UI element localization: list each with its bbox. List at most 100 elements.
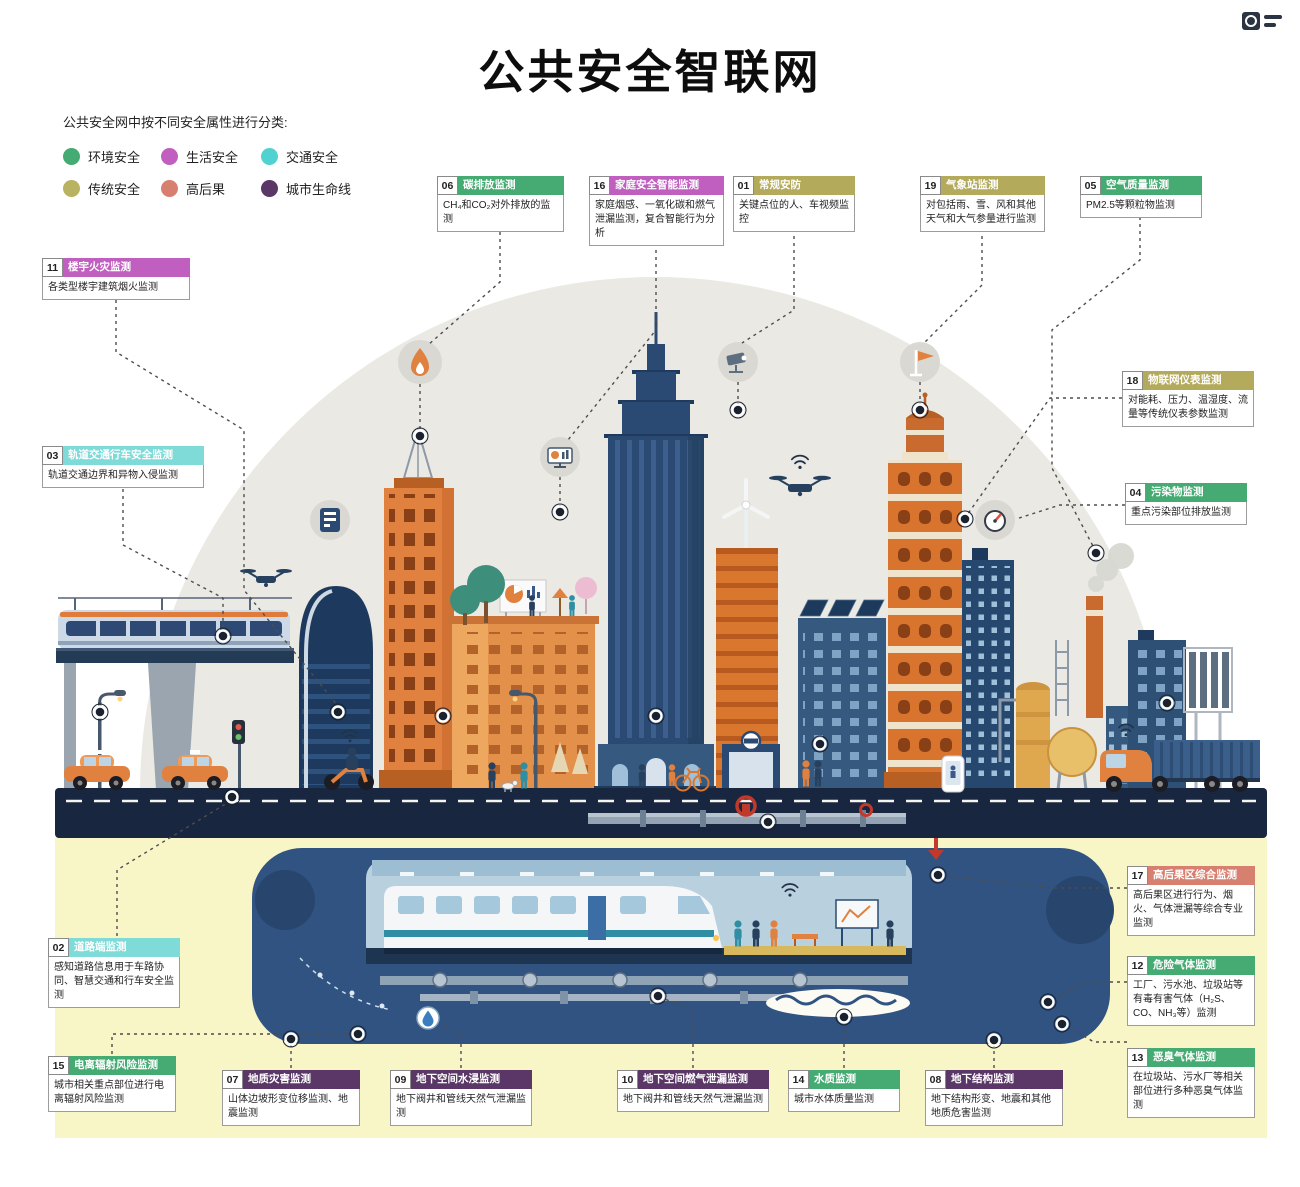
street-lamp bbox=[509, 690, 538, 788]
callout-weather-station: 19 气象站监测 对包括雨、雪、风和其他天气和大气参量进行监测 bbox=[920, 176, 1045, 232]
callout-title: 水质监测 bbox=[809, 1070, 900, 1089]
legend-item-traditional: 传统安全 bbox=[63, 179, 161, 198]
callout-desc: 地下结构形变、地震和其他地质危害监测 bbox=[925, 1089, 1063, 1126]
callout-odor-gas: 13 恶臭气体监测 在垃圾站、污水厂等相关部位进行多种恶臭气体监测 bbox=[1127, 1048, 1255, 1118]
solar-building bbox=[798, 599, 886, 790]
callout-desc: 对能耗、压力、温湿度、流量等传统仪表参数监测 bbox=[1122, 390, 1254, 427]
callout-desc: 城市水体质量监测 bbox=[788, 1089, 900, 1112]
callout-desc: CH₄和CO₂对外排放的监测 bbox=[437, 195, 564, 232]
callout-rail-safety: 03 轨道交通行车安全监测 轨道交通边界和异物入侵监测 bbox=[42, 446, 204, 488]
callout-title: 气象站监测 bbox=[941, 176, 1045, 195]
taxi bbox=[162, 750, 228, 790]
callout-number: 13 bbox=[1127, 1048, 1148, 1067]
callout-desc: 感知道路信息用于车路协同、智慧交通和行车安全监测 bbox=[48, 957, 180, 1008]
callout-number: 17 bbox=[1127, 866, 1148, 885]
callout-number: 08 bbox=[925, 1070, 946, 1089]
pipe-riser bbox=[928, 838, 944, 860]
callout-title: 常规安防 bbox=[754, 176, 855, 195]
callout-number: 07 bbox=[222, 1070, 243, 1089]
connector-18 bbox=[966, 397, 1122, 516]
callout-number: 10 bbox=[617, 1070, 638, 1089]
callout-title: 污染物监测 bbox=[1146, 483, 1247, 502]
connector-02 bbox=[116, 799, 233, 936]
street-lamp bbox=[98, 690, 126, 788]
callout-title: 电离辐射风险监测 bbox=[69, 1056, 176, 1075]
connector-16 bbox=[567, 229, 657, 441]
callout-title: 地质灾害监测 bbox=[243, 1070, 360, 1089]
callout-number: 12 bbox=[1127, 956, 1148, 975]
connector-17 bbox=[942, 875, 1127, 889]
callout-underground-gas-leak: 10 地下空间燃气泄漏监测 地下阀井和管线天然气泄漏监测 bbox=[617, 1070, 769, 1112]
subway-train bbox=[384, 886, 722, 954]
callout-iot-meters: 18 物联网仪表监测 对能耗、压力、温湿度、流量等传统仪表参数监测 bbox=[1122, 371, 1254, 427]
callout-number: 06 bbox=[437, 176, 458, 195]
callout-number: 15 bbox=[48, 1056, 69, 1075]
callout-water-quality: 14 水质监测 城市水体质量监测 bbox=[788, 1070, 900, 1112]
page-title: 公共安全智联网 bbox=[478, 46, 822, 98]
callout-title: 家庭安全智能监测 bbox=[610, 176, 724, 195]
callout-title: 地下空间水浸监测 bbox=[411, 1070, 532, 1089]
monitor-icon bbox=[540, 437, 580, 477]
mid-building bbox=[448, 565, 599, 790]
flame-icon bbox=[398, 340, 442, 384]
truck bbox=[1100, 740, 1260, 792]
drone-icon bbox=[769, 454, 831, 497]
underground-pipes bbox=[380, 972, 908, 1004]
callout-title: 道路端监测 bbox=[69, 938, 180, 957]
gauge-icon bbox=[975, 500, 1015, 540]
callout-title: 恶臭气体监测 bbox=[1148, 1048, 1255, 1067]
callout-roadside: 02 道路端监测 感知道路信息用于车路协同、智慧交通和行车安全监测 bbox=[48, 938, 180, 1008]
legend-item-high-consequence: 高后果 bbox=[161, 179, 261, 198]
callout-desc: 家庭烟感、一氧化碳和燃气泄漏监测，复合智能行为分析 bbox=[589, 195, 724, 246]
wind-turbine bbox=[722, 478, 770, 555]
callout-hazard-gas: 12 危险气体监测 工厂、污水池、垃圾站等有毒有害气体（H₂S、CO、NH₃等）… bbox=[1127, 956, 1255, 1026]
brand-mark bbox=[1240, 8, 1284, 39]
legend: 公共安全网中按不同安全属性进行分类: 环境安全 生活安全 交通安全 传统安全 高… bbox=[63, 112, 381, 198]
callout-title: 轨道交通行车安全监测 bbox=[63, 446, 204, 465]
callout-title: 高后果区综合监测 bbox=[1148, 866, 1255, 885]
bicycle bbox=[674, 767, 710, 792]
callout-underground-structure: 08 地下结构监测 地下结构形变、地震和其他地质危害监测 bbox=[925, 1070, 1063, 1126]
callout-number: 05 bbox=[1080, 176, 1101, 195]
street-level bbox=[64, 454, 1260, 793]
legend-item-lifeline: 城市生命线 bbox=[261, 179, 381, 198]
callout-number: 01 bbox=[733, 176, 754, 195]
connector-06 bbox=[427, 218, 501, 346]
legend-swatch-lifeline bbox=[261, 180, 278, 197]
legend-heading: 公共安全网中按不同安全属性进行分类: bbox=[63, 115, 288, 130]
legend-swatch-traditional bbox=[63, 180, 80, 197]
cctv-camera-icon bbox=[718, 342, 758, 382]
legend-item-life: 生活安全 bbox=[161, 147, 261, 166]
taxi bbox=[64, 750, 130, 790]
callout-number: 14 bbox=[788, 1070, 809, 1089]
dog bbox=[501, 780, 518, 792]
callout-air-quality: 05 空气质量监测 PM2.5等颗粒物监测 bbox=[1080, 176, 1202, 218]
callout-title: 地下结构监测 bbox=[946, 1070, 1063, 1089]
callout-building-fire: 11 楼宇火灾监测 各类型楼宇建筑烟火监测 bbox=[42, 258, 190, 300]
connector-04 bbox=[1015, 504, 1125, 520]
water-droplet-icon bbox=[416, 1006, 440, 1030]
utility-meter-icon bbox=[310, 500, 350, 540]
connector-19 bbox=[923, 229, 983, 344]
callout-desc: 地下阀井和管线天然气泄漏监测 bbox=[617, 1089, 769, 1112]
connector-10 bbox=[661, 997, 694, 1068]
callout-geohazard: 07 地质灾害监测 山体边坡形变位移监测、地震监测 bbox=[222, 1070, 360, 1126]
callout-desc: 城市相关重点部位进行电离辐射风险监测 bbox=[48, 1075, 176, 1112]
underground bbox=[55, 838, 1267, 1138]
callout-desc: 高后果区进行行为、烟火、气体泄漏等综合专业监测 bbox=[1127, 885, 1255, 936]
callout-title: 危险气体监测 bbox=[1148, 956, 1255, 975]
icon-badges bbox=[310, 340, 1015, 540]
callout-carbon-emission: 06 碳排放监测 CH₄和CO₂对外排放的监测 bbox=[437, 176, 564, 232]
legend-swatch-life bbox=[161, 148, 178, 165]
callout-title: 碳排放监测 bbox=[458, 176, 564, 195]
callout-title: 楼宇火灾监测 bbox=[63, 258, 190, 277]
legend-swatch-traffic bbox=[261, 148, 278, 165]
callout-desc: 对包括雨、雪、风和其他天气和大气参量进行监测 bbox=[920, 195, 1045, 232]
callout-video-security: 01 常规安防 关键点位的人、车视频监控 bbox=[733, 176, 855, 232]
callout-number: 02 bbox=[48, 938, 69, 957]
center-skyscraper bbox=[594, 312, 718, 792]
callout-home-safety: 16 家庭安全智能监测 家庭烟感、一氧化碳和燃气泄漏监测，复合智能行为分析 bbox=[589, 176, 724, 246]
callout-number: 04 bbox=[1125, 483, 1146, 502]
